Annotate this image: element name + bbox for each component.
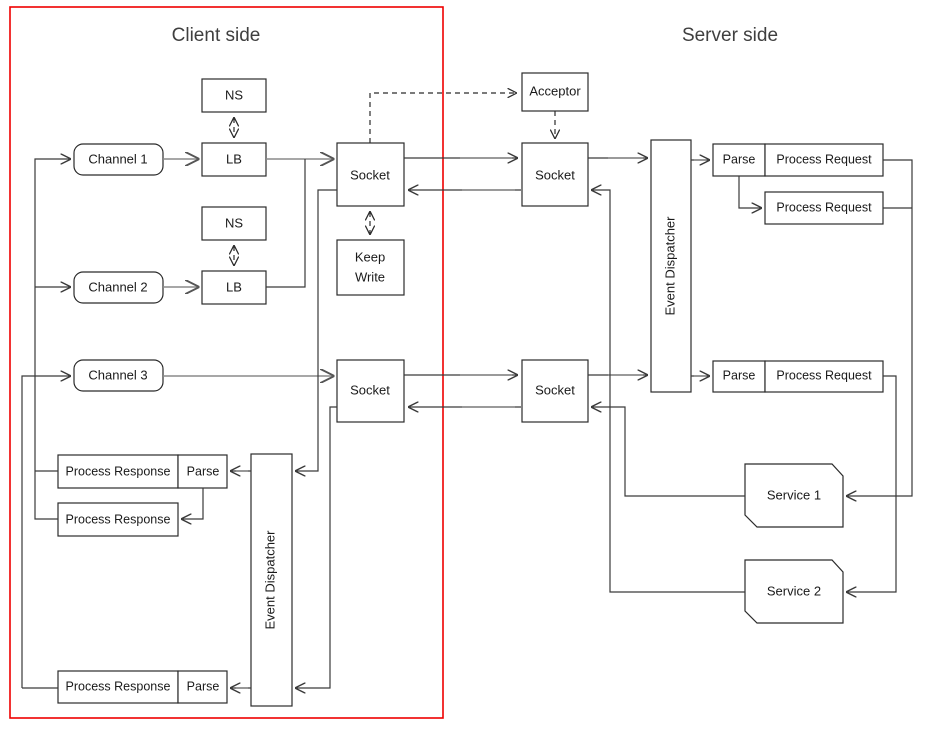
process-response-label-2: Process Response: [66, 512, 171, 526]
response2-to-bus: [34, 472, 58, 520]
client-boundary: [9, 6, 444, 719]
service-shape-1[interactable]: [744, 463, 844, 528]
process-response-box-1[interactable]: [57, 454, 179, 489]
process-request3-to-service2: [847, 375, 897, 592]
client-parse-label-3: Parse: [187, 679, 220, 693]
process-response-label-3: Process Response: [66, 679, 171, 693]
service-label-1: Service 1: [767, 487, 821, 502]
server-parse-label-1: Parse: [723, 152, 756, 166]
keep-write-label-line2: Write: [355, 269, 385, 284]
client-socket2-to-dispatcher: [296, 406, 337, 688]
process-request-box-1[interactable]: [764, 143, 884, 177]
ns-box-1[interactable]: [201, 78, 267, 113]
process-request1-to-service1: [847, 159, 913, 496]
lb2-to-socket1-line: [266, 159, 306, 288]
client-parse-box-3[interactable]: [177, 670, 228, 704]
client-socket1-to-dispatcher: [296, 189, 337, 471]
client-event-dispatcher-box[interactable]: [250, 453, 293, 707]
service-label-2: Service 2: [767, 583, 821, 598]
process-response-box-3[interactable]: [57, 670, 179, 704]
channel-label-1: Channel 1: [88, 151, 147, 166]
client-side-title: Client side: [172, 25, 261, 46]
server-socket-label-2: Socket: [535, 382, 575, 397]
response-bus-to-channel3: [21, 376, 70, 688]
server-parse-box-3[interactable]: [712, 360, 766, 393]
socket1-to-acceptor-link: [369, 93, 516, 143]
acceptor-box[interactable]: [521, 72, 589, 112]
ns-label-1: NS: [225, 87, 243, 102]
server-side-title: Server side: [682, 25, 778, 46]
client-parse-label-1: Parse: [187, 464, 220, 478]
process-request-box-2[interactable]: [764, 191, 884, 225]
keep-write-label-line1: Keep: [355, 249, 385, 264]
process-response-box-2[interactable]: [57, 502, 179, 537]
lb-box-2[interactable]: [201, 270, 267, 305]
process-request-box-3[interactable]: [764, 360, 884, 393]
client-socket-label-2: Socket: [350, 382, 390, 397]
keep-write-box[interactable]: [336, 239, 405, 296]
lb-label-1: LB: [226, 151, 242, 166]
server-socket-box-2[interactable]: [521, 359, 589, 423]
client-socket-label-1: Socket: [350, 167, 390, 182]
client-socket-box-2[interactable]: [336, 359, 405, 423]
acceptor-label: Acceptor: [529, 83, 581, 98]
server-parse-label-3: Parse: [723, 368, 756, 382]
server-event-dispatcher-box[interactable]: [650, 139, 692, 393]
service2-to-server-socket1: [592, 190, 745, 593]
process-request-label-1: Process Request: [776, 152, 872, 166]
parse-row1-to-process2-line: [738, 176, 761, 208]
ns-label-2: NS: [225, 215, 243, 230]
client-event-dispatcher-label: Event Dispatcher: [262, 530, 277, 630]
process-request-label-3: Process Request: [776, 368, 872, 382]
channel-label-3: Channel 3: [88, 367, 147, 382]
process-request-label-2: Process Request: [776, 200, 872, 214]
ns-box-2[interactable]: [201, 206, 267, 241]
server-socket-label-1: Socket: [535, 167, 575, 182]
client-parse-box-1[interactable]: [177, 454, 228, 489]
server-socket-box-1[interactable]: [521, 142, 589, 207]
parse1-to-response2-line: [182, 488, 204, 519]
service1-to-server-socket2: [592, 407, 745, 497]
server-event-dispatcher-label: Event Dispatcher: [662, 216, 677, 316]
channel-label-2: Channel 2: [88, 279, 147, 294]
service-shape-2[interactable]: [744, 559, 844, 624]
process-response-label-1: Process Response: [66, 464, 171, 478]
response-bus-to-channel1: [34, 159, 70, 472]
client-socket-box-1[interactable]: [336, 142, 405, 207]
lb-label-2: LB: [226, 279, 242, 294]
